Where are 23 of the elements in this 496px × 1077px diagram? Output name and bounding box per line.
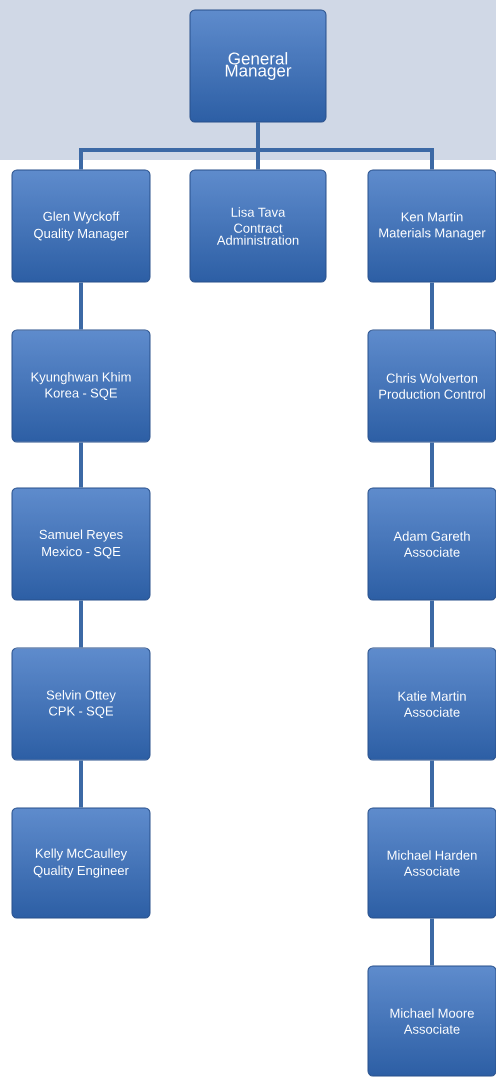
person-box: Chris Wolverton Production Control <box>367 329 496 443</box>
connector-line <box>256 122 434 170</box>
connector-line <box>430 600 434 648</box>
connector-line <box>79 600 83 648</box>
person-box: Adam Gareth Associate <box>367 487 496 601</box>
connector-line <box>430 442 434 488</box>
person-box: Katie Martin Associate <box>367 647 496 761</box>
person-box: Selvin Ottey CPK - SQE <box>11 647 151 761</box>
connector-line <box>79 282 83 330</box>
connector-line <box>430 760 434 808</box>
connector-line <box>79 760 83 808</box>
person-box: Kelly McCaulley Quality Engineer <box>11 807 151 919</box>
person-box: General Manager <box>189 9 327 123</box>
connector-line <box>79 442 83 488</box>
person-box: Michael Harden Associate <box>367 807 496 919</box>
person-box: Samuel Reyes Mexico - SQE <box>11 487 151 601</box>
person-box: Kyunghwan Khim Korea - SQE <box>11 329 151 443</box>
person-box: Ken Martin Materials Manager <box>367 169 496 283</box>
person-box: Lisa Tava Contract Administration <box>189 169 327 283</box>
person-box: Glen Wyckoff Quality Manager <box>11 169 151 283</box>
connector-line <box>430 918 434 966</box>
person-box: Michael Moore Associate <box>367 965 496 1077</box>
connector-line <box>430 282 434 330</box>
